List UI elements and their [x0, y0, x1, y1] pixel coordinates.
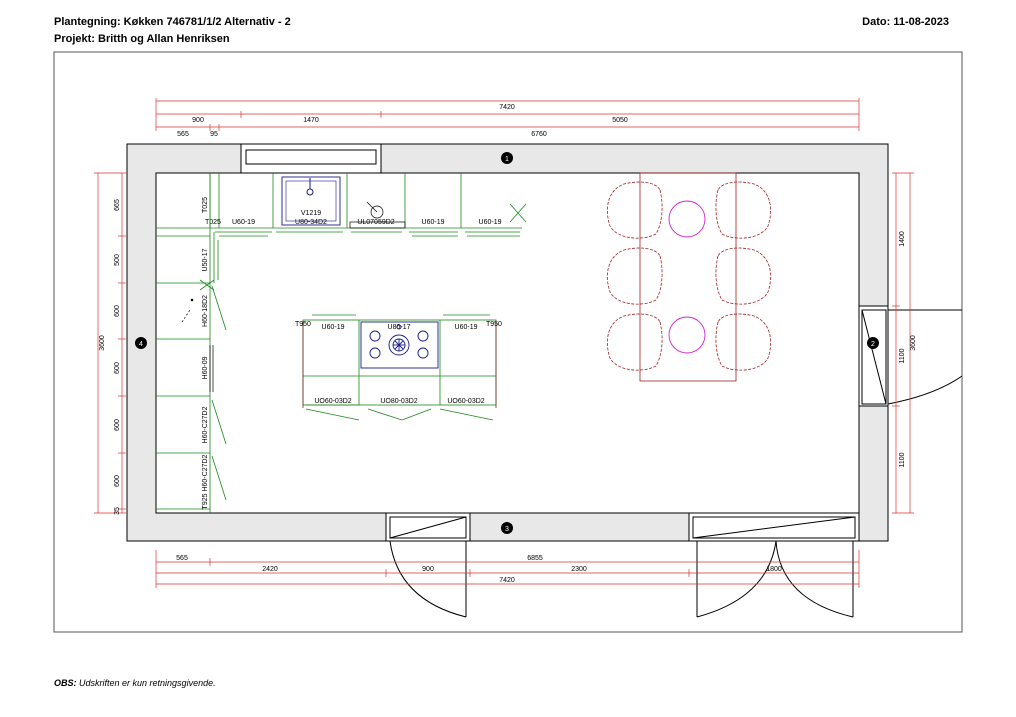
dim-top-total: 7420 [499, 104, 515, 111]
dim-bottom-565: 565 [176, 555, 188, 562]
stools [668, 200, 706, 354]
unit-uo60-b: UO60-03D2 [447, 398, 484, 405]
cabinets-left [156, 173, 227, 513]
unit-h60-c27d2: H60-C27D2 [202, 406, 209, 443]
corner-appliance [349, 201, 406, 229]
unit-h60-18d2: H60-18D2 [202, 295, 209, 327]
dimensions-right [892, 172, 914, 514]
unit-t025-left: T025 [202, 197, 209, 213]
dim-bottom-6855: 6855 [527, 555, 543, 562]
svg-text:1: 1 [505, 156, 509, 163]
dim-left-500: 500 [114, 254, 121, 266]
dim-right-total: 3600 [910, 335, 917, 351]
dim-right-1400: 1400 [899, 231, 906, 247]
unit-u60-island-a: U60-19 [322, 324, 345, 331]
dimensions-top [155, 98, 860, 131]
dim-right-1100a: 1100 [899, 348, 906, 363]
dim-left-600d: 600 [114, 475, 121, 487]
drawing-title: Plantegning: Køkken 746781/1/2 Alternati… [54, 16, 291, 28]
drawing-frame [53, 51, 963, 633]
dining-chairs [607, 181, 771, 371]
unit-t950-right: T950 [486, 321, 502, 328]
dim-top-5050: 5050 [612, 117, 628, 124]
door-bottom-left [385, 512, 471, 618]
island-end-panels [302, 322, 497, 408]
wall-marker-1: 1 [501, 152, 513, 164]
dim-top-95: 95 [210, 131, 218, 138]
unit-u60-island-b: U60-19 [455, 324, 478, 331]
svg-text:2: 2 [871, 341, 875, 348]
cabinets-top [156, 173, 527, 237]
unit-u80-sink: U80-34D2 [295, 219, 327, 226]
svg-text:3: 3 [505, 526, 509, 533]
dim-bottom-1800: 1800 [766, 566, 782, 573]
obs-text: Udskriften er kun retningsgivende. [79, 678, 216, 688]
project-name: Projekt: Britth og Allan Henriksen [54, 33, 230, 45]
dim-bottom-2420: 2420 [262, 566, 278, 573]
unit-t925-h60: T925 H60-C27D2 [202, 454, 209, 509]
dim-top-6760: 6760 [531, 131, 547, 138]
dim-bottom-900: 900 [422, 566, 434, 573]
wall-marker-4: 4 [135, 337, 147, 349]
room-walls [126, 143, 889, 542]
sink [281, 176, 341, 226]
dim-left-600c: 600 [114, 419, 121, 431]
unit-u60-top-a: U60-19 [232, 219, 255, 226]
cooktop [360, 321, 439, 369]
dim-top-565: 565 [177, 131, 189, 138]
unit-u60-top-c: U60-19 [479, 219, 502, 226]
unit-uo60-a: UO60-03D2 [314, 398, 351, 405]
dim-left-665: 665 [114, 199, 121, 211]
unit-ul-top: UL07059D2 [357, 219, 394, 226]
window-top [240, 143, 382, 174]
dim-left-35: 35 [114, 507, 121, 515]
door-bottom-right [688, 512, 860, 618]
dim-left-600b: 600 [114, 362, 121, 374]
dim-top-900: 900 [192, 117, 204, 124]
obs-label: OBS: [54, 678, 77, 688]
drawing-date: Dato: 11-08-2023 [862, 16, 949, 28]
unit-t950-left: T950 [295, 321, 311, 328]
unit-u80-island: U80-17 [388, 324, 411, 331]
unit-h60-09: H60-09 [202, 356, 209, 379]
footer-note: OBS: Udskriften er kun retningsgivende. [54, 678, 216, 688]
wall-marker-3: 3 [501, 522, 513, 534]
dim-bottom-2300: 2300 [571, 566, 587, 573]
oven-column [181, 298, 214, 392]
dimensions-bottom [155, 550, 860, 588]
dimensions-left [94, 172, 126, 514]
svg-text:4: 4 [139, 341, 143, 348]
dim-left-total: 3600 [99, 335, 106, 351]
dim-left-600a: 600 [114, 305, 121, 317]
dim-bottom-total: 7420 [499, 577, 515, 584]
unit-uo80: UO80-03D2 [380, 398, 417, 405]
dining-table [639, 172, 737, 382]
unit-u60-top-b: U60-19 [422, 219, 445, 226]
dim-top-1470: 1470 [303, 117, 319, 124]
door-right [858, 305, 963, 407]
wall-marker-2: 2 [867, 337, 879, 349]
unit-t025-top: T025 [205, 219, 221, 226]
unit-v1219: V1219 [301, 210, 321, 217]
dim-right-1100b: 1100 [899, 452, 906, 467]
unit-u50: U50-17 [202, 248, 209, 271]
